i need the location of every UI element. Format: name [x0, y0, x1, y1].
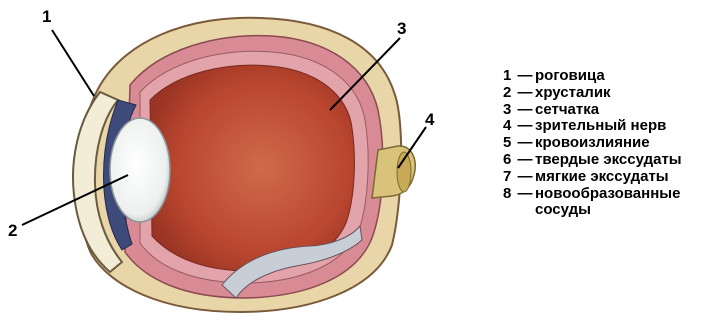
legend-item: 4—зрительный нерв: [503, 118, 682, 135]
label-4: 4: [425, 110, 435, 129]
lens: [110, 118, 170, 222]
legend-item-continuation: сосуды: [503, 202, 682, 219]
legend-item: 3—сетчатка: [503, 102, 682, 119]
label-1: 1: [42, 7, 51, 26]
label-2: 2: [8, 221, 17, 240]
legend-item: 6—твердые экссудаты: [503, 152, 682, 169]
legend-item: 8—новообразованные: [503, 186, 682, 203]
legend: 1—роговица 2—хрусталик 3—сетчатка 4—зрит…: [503, 68, 682, 219]
vitreous-hemorrhage: [150, 65, 354, 271]
legend-item: 2—хрусталик: [503, 85, 682, 102]
leader-line-1: [52, 30, 94, 96]
legend-item: 7—мягкие экссудаты: [503, 169, 682, 186]
label-3: 3: [397, 19, 406, 38]
legend-item: 5—кровоизлияние: [503, 135, 682, 152]
legend-item: 1—роговица: [503, 68, 682, 85]
